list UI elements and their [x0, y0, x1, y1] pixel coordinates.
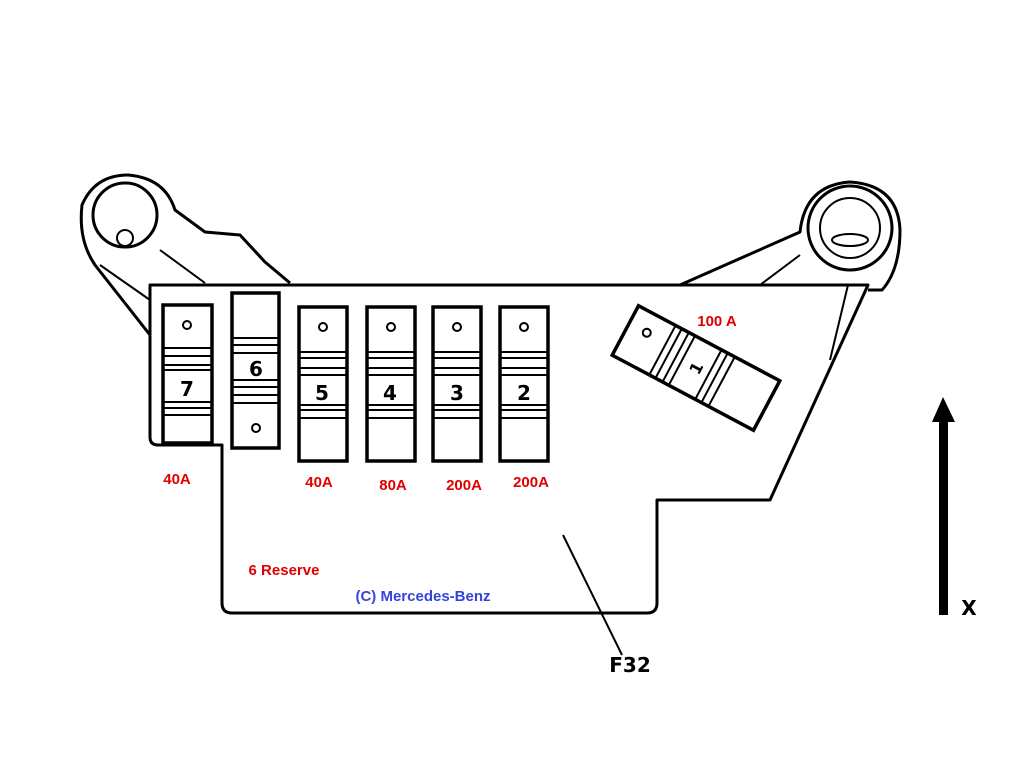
fuse-5-number: 5 — [315, 381, 329, 405]
right-mounting-bracket — [679, 180, 902, 361]
fuse-4-rating: 80A — [379, 477, 407, 494]
fuse-5-rating: 40A — [305, 474, 333, 491]
fuse-2[interactable]: 2 — [498, 305, 550, 463]
component-label: F32 — [609, 653, 651, 677]
fuse-4-number: 4 — [383, 381, 397, 405]
fuse-7-number: 7 — [180, 377, 194, 401]
fuse-6-number: 6 — [249, 357, 263, 381]
fuse-5[interactable]: 5 — [297, 305, 349, 463]
fuse-7-rating: 40A — [163, 471, 191, 488]
fuse-1[interactable]: 1 — [609, 303, 783, 433]
direction-arrow-icon — [932, 397, 955, 615]
fuse-box-body — [148, 283, 870, 615]
fuse-1-rating: 100 A — [697, 313, 737, 330]
leader-line — [562, 534, 623, 656]
direction-label: X — [961, 596, 977, 620]
fuse-4[interactable]: 4 — [365, 305, 417, 463]
fuse-3[interactable]: 3 — [431, 305, 483, 463]
fuse-6[interactable]: 6 — [230, 291, 281, 450]
fuse-3-rating: 200A — [446, 477, 482, 494]
fuse-7[interactable]: 7 — [161, 303, 214, 445]
fuse-2-number: 2 — [517, 381, 531, 405]
fuse-3-number: 3 — [450, 381, 464, 405]
copyright-text: (C) Mercedes-Benz — [355, 588, 490, 605]
fuse-2-rating: 200A — [513, 474, 549, 491]
left-mounting-bracket — [79, 173, 291, 336]
fuse-6-rating: 6 Reserve — [249, 562, 320, 579]
